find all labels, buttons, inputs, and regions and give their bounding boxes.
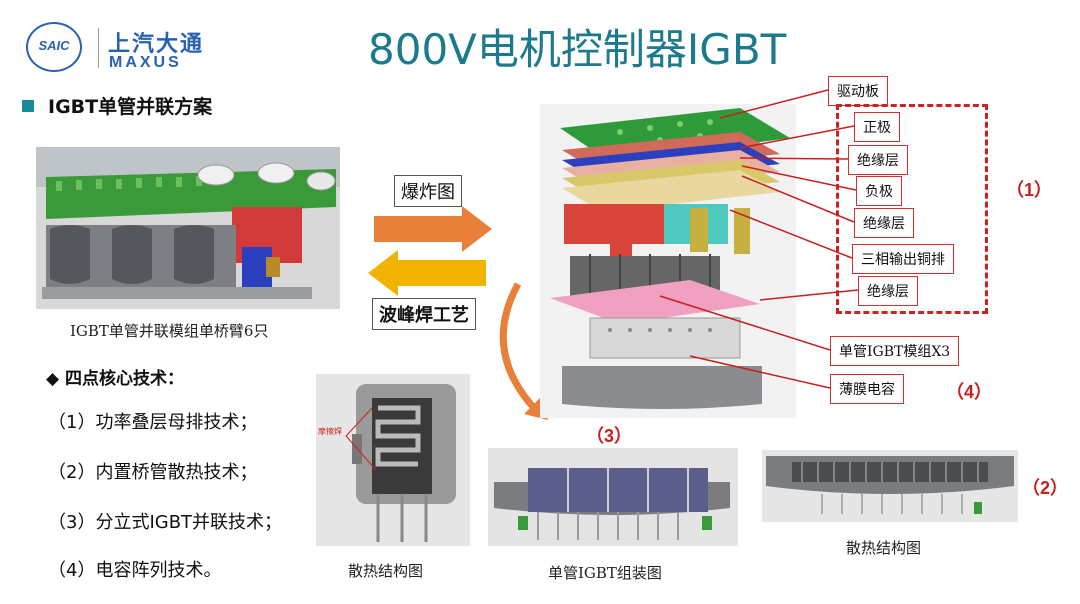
logo-chinese-text: 上汽大通 [108,32,205,57]
callout-positive: 正极 [854,112,900,142]
callout-insulation-3: 绝缘层 [858,276,918,306]
exploded-view-image [540,104,796,418]
section-heading-text: IGBT单管并联方案 [48,96,213,118]
logo-divider [98,28,99,68]
igbt-assembly-photo [488,448,738,546]
left-arrow-icon [368,250,486,296]
mark-2: （2） [1022,478,1069,498]
callout-igbt-module: 单管IGBT模组X3 [830,336,960,366]
callout-insulation-1: 绝缘层 [848,145,908,175]
slide-title: 800V电机控制器IGBT [368,25,787,74]
callout-copper-busbar: 三相输出铜排 [852,244,954,274]
core-tech-item: （2）内置桥管散热技术； [48,462,258,483]
logo-english-text: MAXUS [109,54,182,71]
assembly-caption: 单管IGBT组装图 [548,564,662,582]
heatsink-right-caption: 散热结构图 [846,539,922,557]
friction-weld-label: 摩擦焊 [318,427,342,436]
heatsink-left-caption: 散热结构图 [348,562,424,580]
mark-4: （4） [946,382,993,402]
heatsink-housing-photo [762,450,1018,522]
saic-maxus-logo: SAIC 上汽大通 MAXUS [20,18,220,76]
mark-1: （1） [1006,180,1053,200]
section-square-icon [22,99,34,112]
heatsink-structure-photo: 摩擦焊 [316,374,470,546]
wave-solder-label: 波峰焊工艺 [372,298,476,330]
core-tech-item: （3）分立式IGBT并联技术； [48,512,283,533]
core-tech-item: （1）功率叠层母排技术； [48,412,258,433]
callout-film-capacitor: 薄膜电容 [830,374,904,404]
explode-view-label: 爆炸图 [394,175,462,207]
mark-3: （3） [586,426,633,446]
right-arrow-icon [374,206,492,252]
saic-badge-text: SAIC [38,38,70,53]
igbt-module-photo [36,147,340,309]
saic-badge: SAIC [26,22,82,72]
section-heading: IGBT单管并联方案 [22,92,212,119]
module-caption: IGBT单管并联模组单桥臂6只 [70,322,269,340]
core-tech-item: （4）电容阵列技术。 [48,560,222,581]
callout-insulation-2: 绝缘层 [854,208,914,238]
core-tech-heading: ◆ 四点核心技术： [46,369,184,389]
layer-group-box [836,104,988,314]
callout-negative: 负极 [856,176,902,206]
callout-drive-board: 驱动板 [828,76,888,106]
